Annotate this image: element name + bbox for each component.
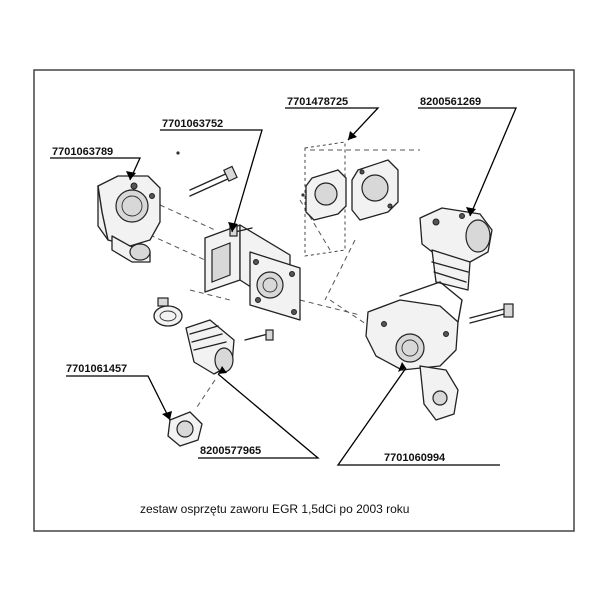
part-label-7701063789: 7701063789 [52, 146, 113, 158]
egr-cooler-part [204, 224, 301, 321]
diagram-caption: zestaw osprzętu zaworu EGR 1,5dCi po 200… [140, 502, 409, 516]
part-label-7701063752: 7701063752 [162, 118, 223, 130]
part-label-7701061457: 7701061457 [66, 363, 127, 375]
part-label-7701478725: 7701478725 [287, 96, 348, 108]
part-label-8200577965: 8200577965 [200, 445, 261, 457]
part-label-8200561269: 8200561269 [420, 96, 481, 108]
stray-mark [301, 193, 305, 197]
leader-arrowheads [126, 131, 476, 420]
bolt-cooler-lower [244, 329, 274, 341]
leader-lines [50, 107, 517, 466]
small-gasket-part [167, 411, 203, 447]
throttle-housing-part [97, 175, 161, 263]
part-label-7701060994: 7701060994 [384, 452, 446, 464]
egr-valve-part [419, 207, 493, 291]
bolt-right [469, 303, 514, 324]
assembly-dashed-lines [149, 149, 420, 411]
clamp-part [153, 297, 183, 327]
bolt-top-left [189, 165, 238, 197]
egr-manifold-part [365, 281, 463, 421]
stray-mark [176, 151, 180, 155]
diagram-frame [33, 69, 575, 532]
hose-part [185, 319, 235, 375]
gasket-pair-part [304, 141, 399, 257]
